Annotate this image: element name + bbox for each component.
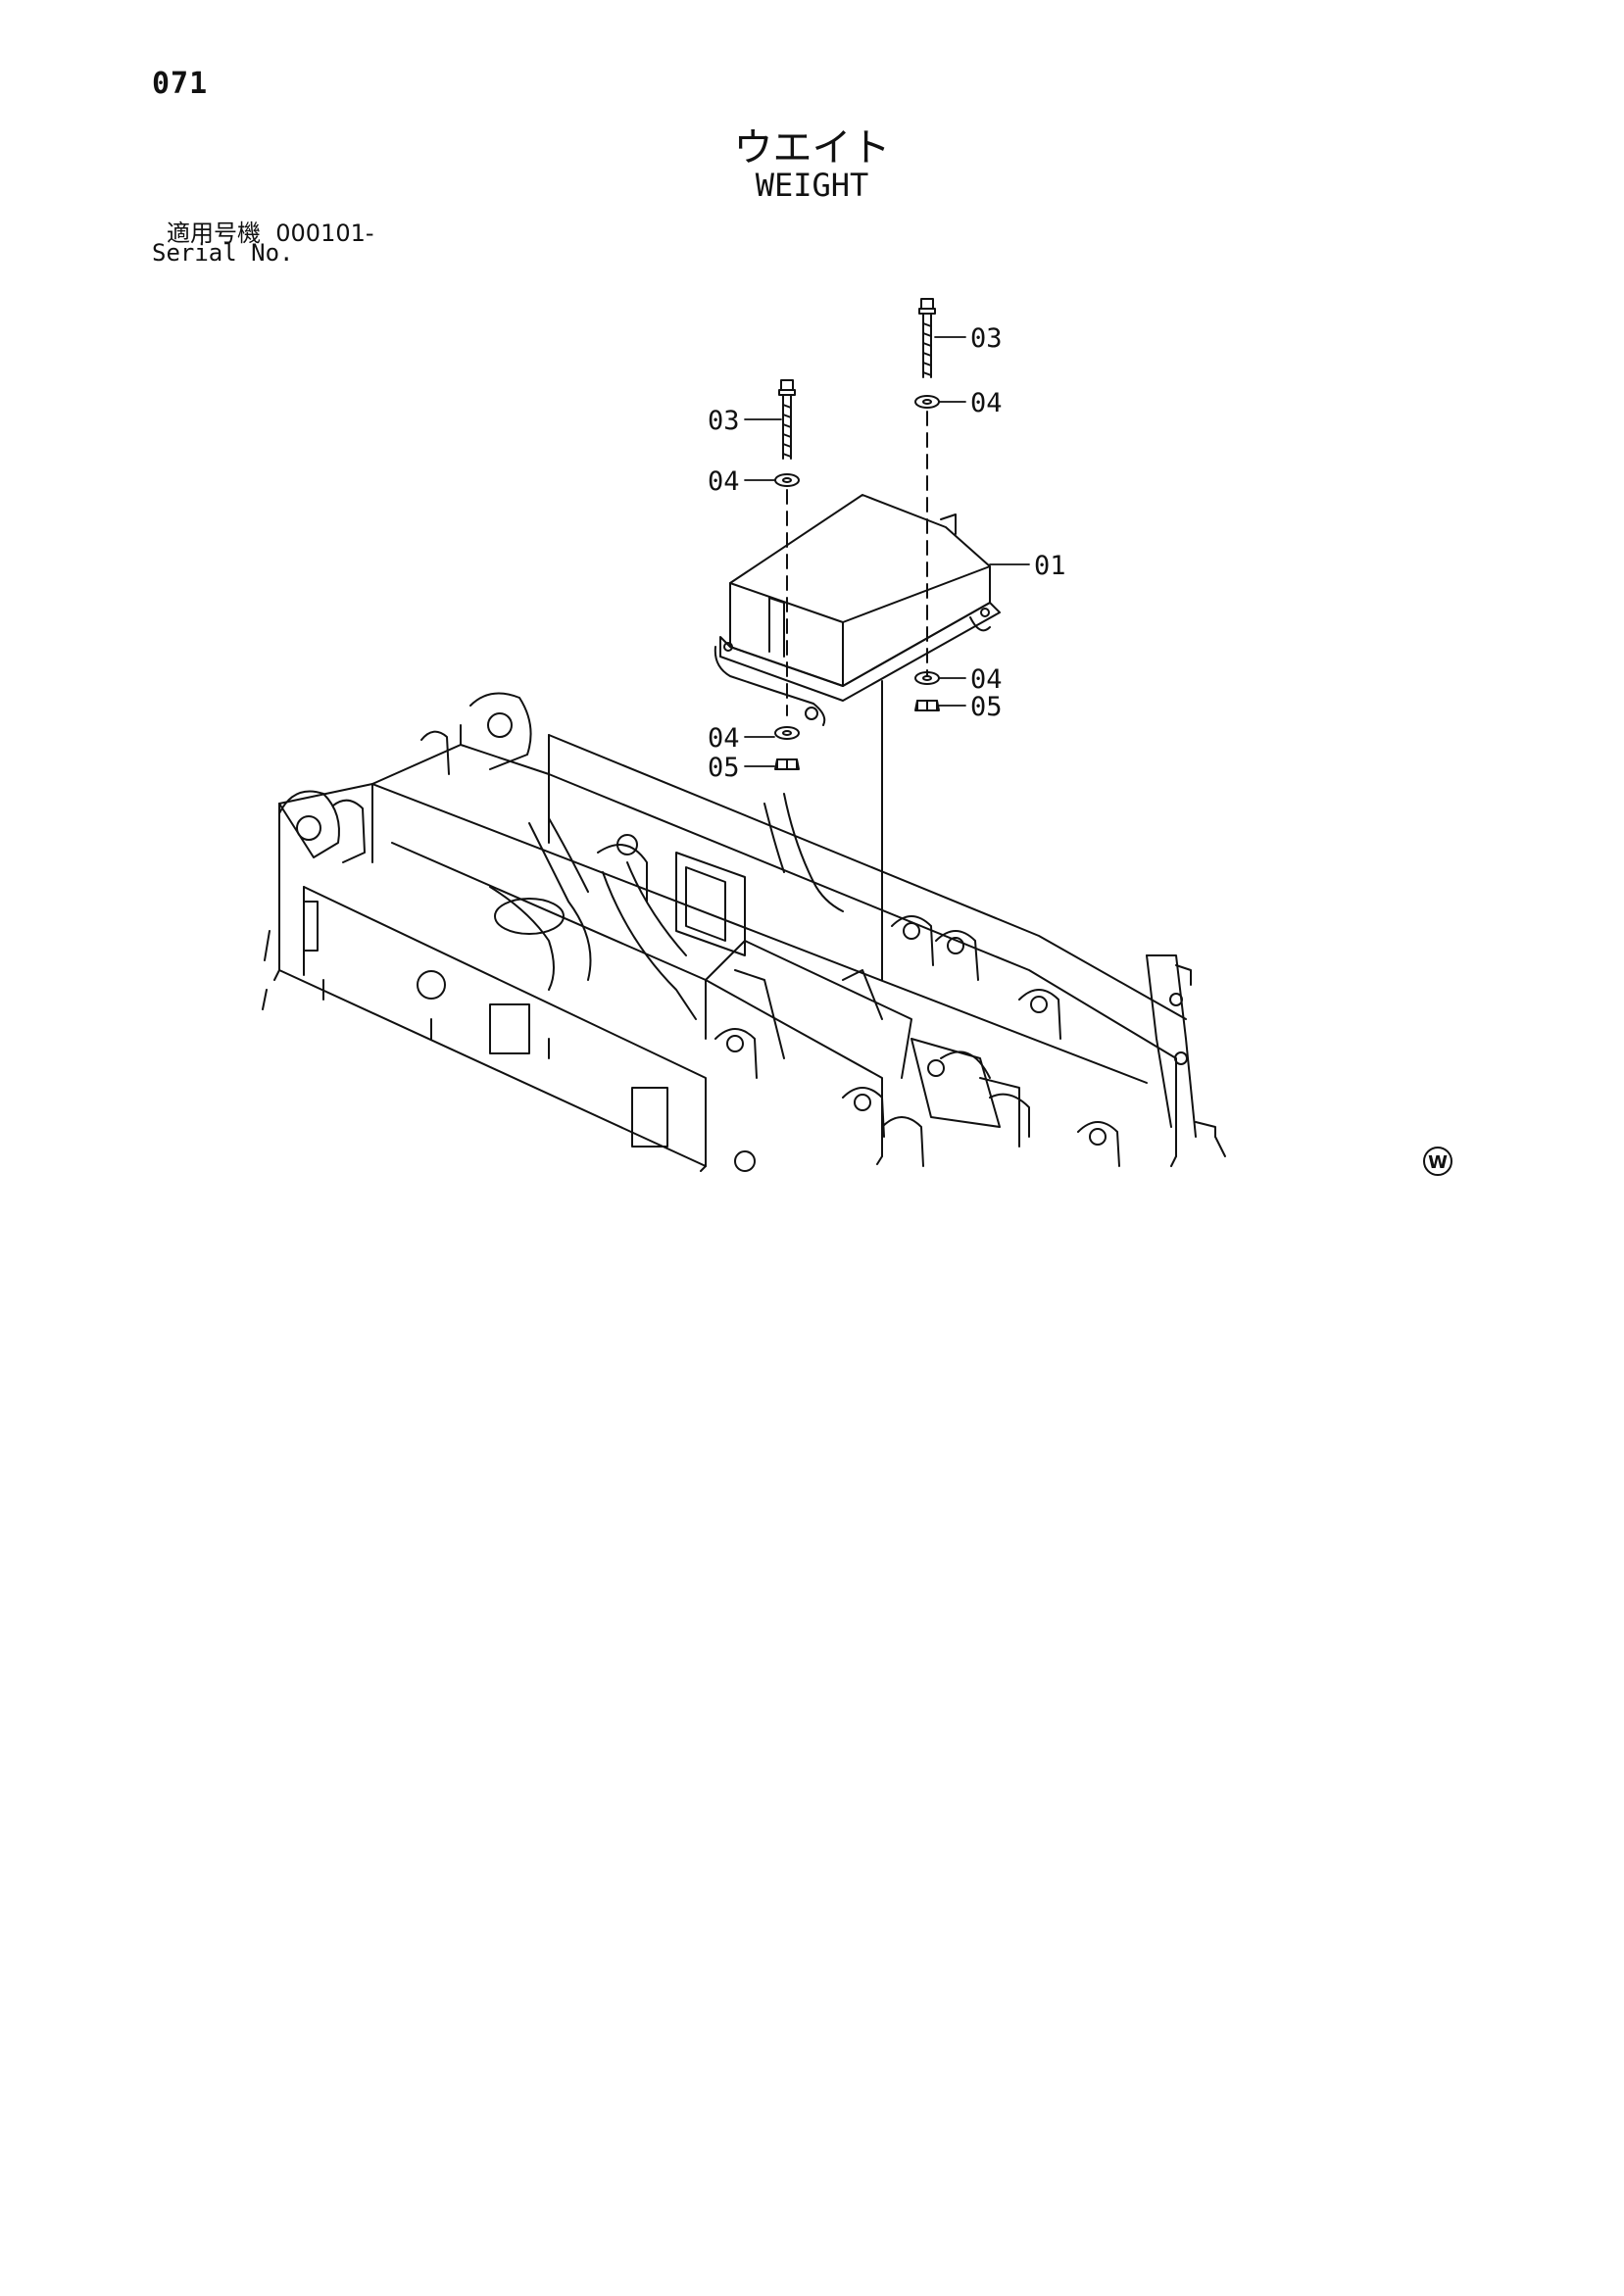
callout-03-left: 03 bbox=[708, 406, 740, 436]
callout-04-left: 04 bbox=[708, 466, 740, 497]
callout-01: 01 bbox=[1034, 551, 1066, 581]
callout-03-top: 03 bbox=[970, 323, 1003, 354]
circled-w-mark: W bbox=[1423, 1147, 1452, 1176]
serial-label-japanese: 適用号機 000101- bbox=[167, 214, 374, 248]
leader-lines bbox=[744, 336, 1030, 767]
frame-drawing bbox=[262, 692, 1226, 1172]
callout-05-lower-left: 05 bbox=[708, 753, 740, 783]
weight-drawing bbox=[714, 494, 1001, 981]
callout-04-right: 04 bbox=[970, 664, 1003, 695]
mark-letter: W bbox=[1428, 1152, 1448, 1173]
page-number: 071 bbox=[152, 67, 209, 101]
callout-05-right: 05 bbox=[970, 692, 1003, 722]
page-title-japanese: ウエイト bbox=[733, 125, 891, 171]
page-title: WEIGHT bbox=[755, 167, 869, 204]
callout-04-lower-left: 04 bbox=[708, 723, 740, 754]
serial-jp-label: 適用号機 bbox=[167, 220, 261, 247]
serial-range: 000101- bbox=[275, 220, 374, 247]
callout-04-top: 04 bbox=[970, 388, 1003, 418]
serial-label: Serial No. bbox=[152, 239, 294, 267]
right-bolt-stack bbox=[914, 298, 940, 711]
left-bolt-stack bbox=[774, 379, 800, 770]
